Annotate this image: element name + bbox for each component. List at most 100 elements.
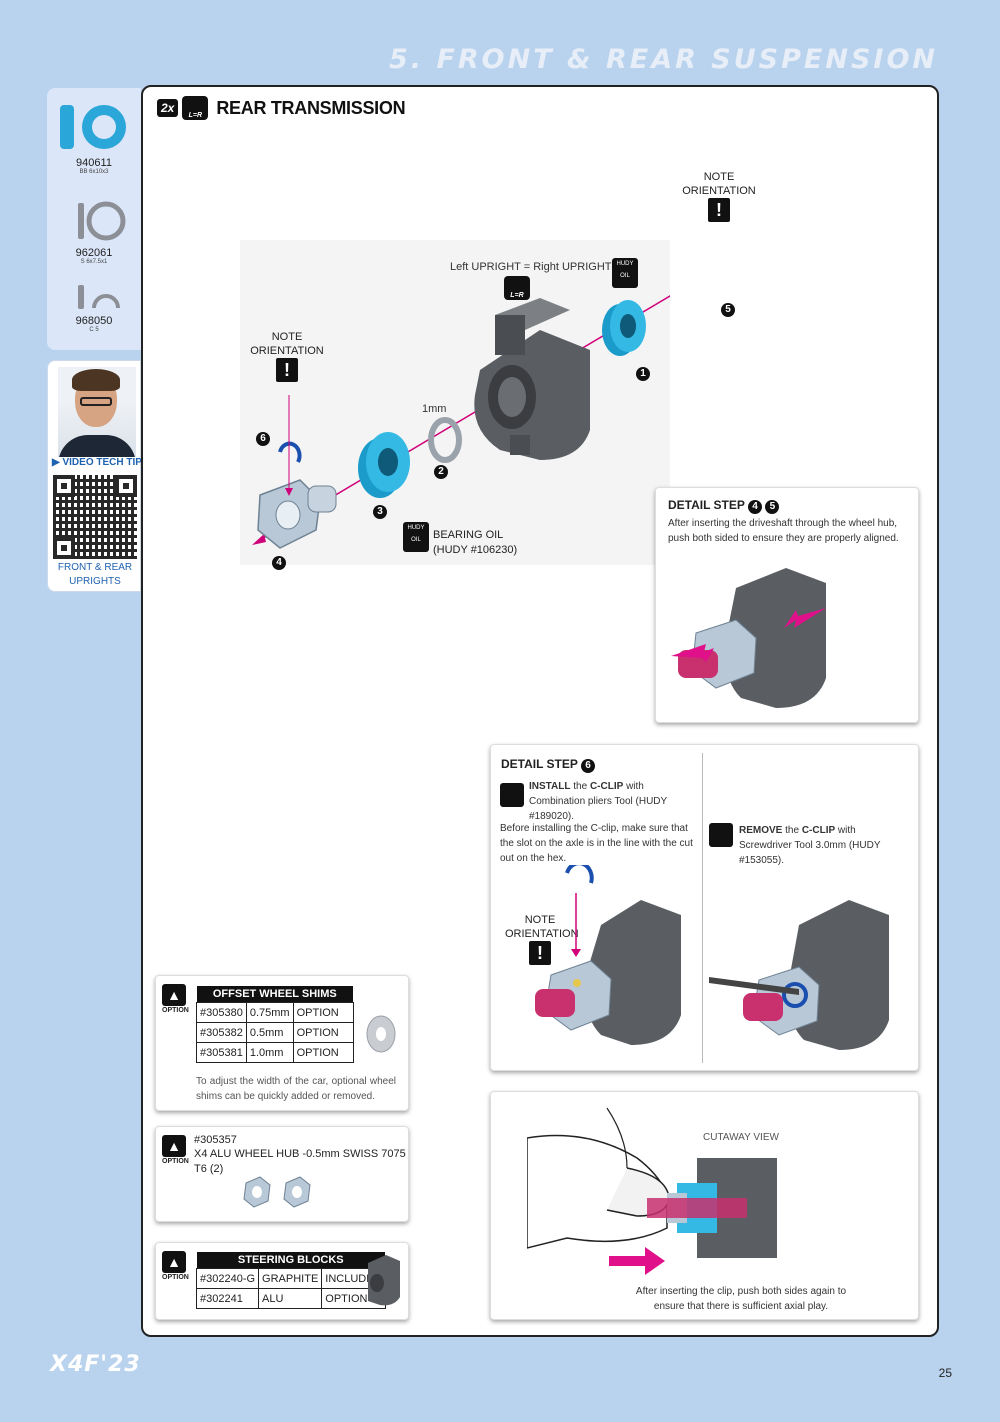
divider (702, 753, 703, 1063)
left-right-icon: L=R (182, 96, 209, 120)
note-orientation-1: NOTE ORIENTATION ! (246, 330, 328, 382)
warning-icon: ! (276, 358, 298, 382)
shim-size-label: 1mm (422, 403, 447, 415)
exploded-diagram (240, 240, 670, 565)
note-text: NOTE (271, 331, 303, 343)
install-bold: INSTALL (529, 781, 571, 792)
step-number: 5 (765, 500, 780, 514)
hudy-text: HUDY (407, 525, 425, 531)
wheel-hub-icon (243, 1176, 311, 1208)
upright-label: Left UPRIGHT = Right UPRIGHT (450, 261, 612, 273)
push-arrow-icon (609, 1247, 665, 1275)
note-text: ORIENTATION (682, 185, 756, 197)
warning-icon: ! (529, 941, 551, 965)
step-number: 6 (256, 432, 270, 446)
install-text-mid: the (570, 781, 590, 792)
note-orientation-2: NOTE ORIENTATION ! (680, 170, 758, 222)
remove-bold: REMOVE (739, 825, 783, 836)
table-cell: #302241 (195, 1288, 260, 1309)
option-label: OPTION (162, 1158, 189, 1165)
option-badge: ▲ OPTION (162, 1251, 189, 1281)
table-cell: #305382 (196, 1022, 247, 1043)
cutaway-panel: CUTAWAY VIEW After inserting the clip, p… (490, 1091, 919, 1320)
steering-block-icon (368, 1255, 400, 1306)
step-number: 6 (581, 759, 596, 773)
hub-code: #305357 (194, 1134, 237, 1146)
before-text: Before installing the C-clip, make sure … (500, 823, 693, 864)
remove-text-mid: the (782, 825, 802, 836)
table-cell: OPTION (292, 1022, 354, 1043)
note-text: ORIENTATION (505, 928, 579, 940)
video-label[interactable]: ▶ VIDEO TECH TIP (52, 457, 142, 468)
bearing-3 (358, 432, 410, 498)
c-clip-icon (78, 285, 120, 309)
install-illustration (535, 865, 681, 1045)
page-number: 25 (938, 1366, 952, 1380)
cutaway-text: After inserting the clip, push both side… (635, 1286, 847, 1312)
thumbs-up-icon: ▲ (162, 984, 186, 1006)
shim-2 (428, 417, 462, 463)
lr-text: L=R (188, 112, 203, 119)
thumbs-up-icon: ▲ (162, 1251, 186, 1273)
table-cell: ALU (258, 1288, 323, 1309)
upright (474, 298, 590, 460)
table-title: OFFSET WHEEL SHIMS (196, 986, 354, 1003)
table-cell: OPTION (321, 1288, 386, 1309)
remove-text-rest: with Screwdriver Tool 3.0mm (HUDY #15305… (739, 825, 881, 866)
table-title: STEERING BLOCKS (196, 1252, 386, 1269)
left-right-icon: L=R (504, 276, 530, 300)
detail-text: After inserting the driveshaft through t… (668, 518, 899, 544)
part-shim: 962061 S 6x7.5x1 (47, 200, 141, 265)
qr-caption: FRONT & REAR UPRIGHTS (48, 561, 142, 589)
bearing-oil-code: (HUDY #106230) (433, 544, 518, 556)
qr-caption-line2: UPRIGHTS (69, 576, 121, 587)
warning-icon: ! (708, 198, 730, 222)
hub-description: X4 ALU WHEEL HUB -0.5mm SWISS 7075 T6 (2… (194, 1148, 406, 1175)
table-cell: #305381 (196, 1042, 247, 1063)
qr-code[interactable] (53, 475, 137, 559)
note-text: NOTE (703, 171, 735, 183)
part-size: S 6x7.5x1 (80, 259, 108, 265)
bearing-oil-label: BEARING OIL (HUDY #106230) (433, 528, 517, 558)
hudy-text: HUDY (616, 261, 634, 267)
option-label: OPTION (162, 1274, 189, 1281)
part-code: 968050 (75, 315, 113, 327)
remove-illustration (709, 900, 889, 1050)
step-number: 1 (636, 367, 650, 381)
detail-heading: DETAIL STEP 6 (501, 757, 596, 773)
screwdriver-icon (709, 823, 733, 847)
detail-45-illustration (671, 568, 826, 708)
bearing-icon (60, 105, 126, 149)
table-cell: 0.5mm (245, 1022, 294, 1043)
detail-step-4-5: DETAIL STEP 4 5 After inserting the driv… (655, 487, 919, 723)
quantity-badge: 2x (157, 99, 179, 117)
avatar (58, 367, 136, 457)
table-cell: #302240-G (195, 1268, 260, 1289)
video-tech-tip[interactable]: ▶ VIDEO TECH TIP FRONT & REAR UPRIGHTS (47, 360, 142, 592)
table-cell: #305380 (196, 1002, 247, 1023)
wheel-hub (257, 479, 337, 549)
option-badge: ▲ OPTION (162, 984, 189, 1014)
play-icon: ▶ (52, 457, 60, 468)
table-cell: 0.75mm (245, 1002, 294, 1023)
option-label: OPTION (162, 1007, 189, 1014)
pliers-icon (500, 783, 524, 807)
lr-text: L=R (510, 292, 524, 299)
shim-icon (78, 201, 126, 241)
product-logo: X4F'23 (50, 1352, 141, 1377)
remove-bold-clip: C-CLIP (801, 825, 836, 836)
bearing-1 (602, 300, 646, 356)
table-cell: OPTION (292, 1002, 354, 1023)
part-clip: 968050 C 5 (47, 282, 141, 333)
step-number: 4 (748, 500, 763, 514)
part-size: BB 6x10x3 (79, 169, 109, 175)
step-number: 4 (272, 556, 286, 570)
step-number: 3 (373, 505, 387, 519)
